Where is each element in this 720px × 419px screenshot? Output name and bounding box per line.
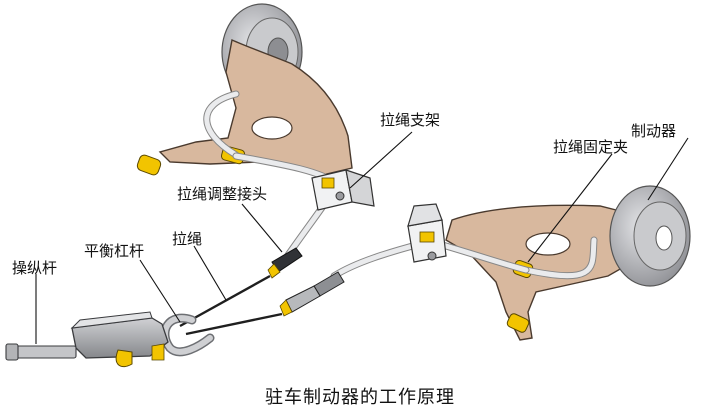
label-cable-adjuster: 拉绳调整接头 <box>177 185 268 203</box>
lower-cable-bracket-box <box>407 203 447 263</box>
upper-brake-bracket <box>158 39 353 177</box>
leader-lines <box>35 131 689 344</box>
leader-cable-bracket <box>349 131 413 189</box>
label-equalizer-lever: 平衡杠杆 <box>84 242 145 260</box>
label-control-lever: 操纵杆 <box>12 259 58 277</box>
leader-cable-clamp <box>527 153 613 263</box>
leader-cable-adjuster <box>241 203 283 253</box>
lower-brake-drum <box>609 185 691 287</box>
label-brake: 制动器 <box>631 122 677 140</box>
equalizer-lever <box>160 313 215 357</box>
leader-brake <box>647 137 689 201</box>
control-lever <box>5 311 169 368</box>
cables <box>179 274 283 336</box>
diagram-caption: 驻车制动器的工作原理 <box>265 387 455 408</box>
label-cable-bracket: 拉绳支架 <box>380 111 441 129</box>
label-cable-clamp: 拉绳固定夹 <box>553 138 629 156</box>
label-cable: 拉绳 <box>172 230 203 248</box>
upper-cable-adjuster <box>267 247 303 279</box>
leader-equalizer-lever <box>139 259 181 323</box>
upper-cable-bracket-box <box>311 169 375 211</box>
lower-cable-adjuster <box>279 271 345 317</box>
leader-cable <box>193 245 227 301</box>
